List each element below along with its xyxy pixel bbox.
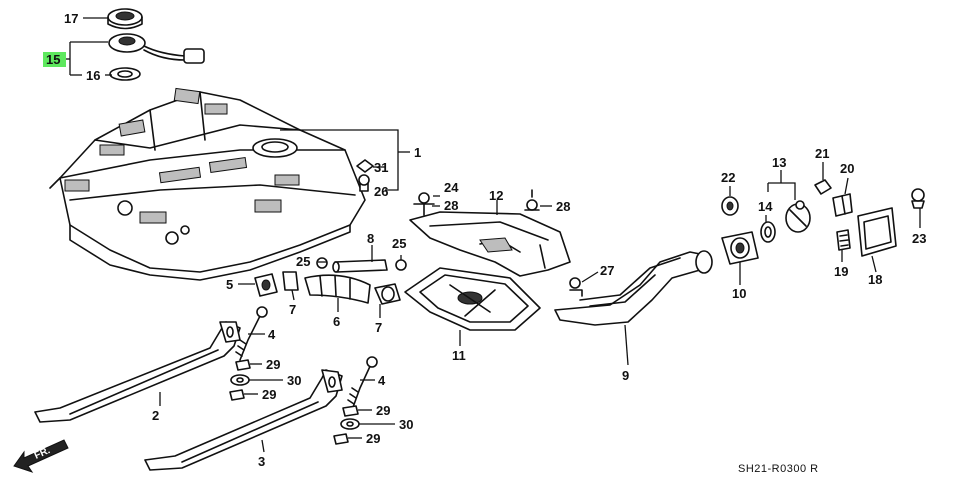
- part-29-nut-right-2: [333, 433, 349, 445]
- part-19-spring: [836, 229, 851, 251]
- part-29-nut-left-1: [235, 359, 251, 371]
- part-11-fuel-tank-plate: [404, 267, 541, 331]
- callout-1: 1: [414, 145, 421, 160]
- part-29-nut-left-2: [229, 389, 245, 401]
- callout-6: 6: [333, 314, 340, 329]
- part-13-fuel-cap: [785, 200, 811, 233]
- part-28-bolt-left: [524, 189, 540, 211]
- part-30-washer-right: [340, 418, 360, 430]
- part-25-clamp-left: [316, 257, 328, 269]
- part-14-gasket: [760, 221, 776, 243]
- callout-7-right: 7: [375, 320, 382, 335]
- callout-30-right: 30: [399, 417, 413, 432]
- callout-26: 26: [374, 184, 388, 199]
- callout-10: 10: [732, 286, 746, 301]
- callout-21: 21: [815, 146, 829, 161]
- highlight-part-15: [43, 52, 66, 67]
- callout-14: 14: [758, 199, 773, 214]
- callout-24: 24: [444, 180, 459, 195]
- callout-28-left: 28: [444, 198, 458, 213]
- part-3-tank-strap-right: [144, 369, 343, 471]
- part-27-fastener: [569, 277, 583, 297]
- diagram-code: SH21-R0300 R: [738, 463, 819, 475]
- part-31-clip: [356, 159, 374, 173]
- callout-11: 11: [452, 348, 466, 363]
- front-direction-arrow: FR.: [13, 439, 69, 473]
- callout-12: 12: [489, 188, 503, 203]
- callout-29-right-2: 29: [366, 431, 380, 446]
- callout-29-left-1: 29: [266, 357, 280, 372]
- callout-31: 31: [374, 160, 388, 175]
- callout-25-right: 25: [392, 236, 406, 251]
- callout-15: 15: [46, 52, 60, 67]
- part-10-filler-neck-base: [721, 231, 759, 265]
- callout-30-left: 30: [287, 373, 301, 388]
- callout-3: 3: [258, 454, 265, 469]
- callout-20: 20: [840, 161, 854, 176]
- callout-4-right: 4: [378, 373, 386, 388]
- callout-22: 22: [721, 170, 735, 185]
- part-29-nut-right-1: [342, 405, 359, 417]
- callout-19: 19: [834, 264, 848, 279]
- callout-4-left: 4: [268, 327, 276, 342]
- part-4-bolt-right: [347, 356, 378, 411]
- callout-17: 17: [64, 11, 78, 26]
- part-21-clip: [814, 179, 832, 195]
- part-16-gasket: [109, 67, 141, 81]
- callout-5: 5: [226, 277, 233, 292]
- callout-23: 23: [912, 231, 926, 246]
- part-9-filler-pipe: [554, 250, 713, 326]
- callout-2: 2: [152, 408, 159, 423]
- part-5-grommet: [254, 273, 278, 297]
- callout-28-right: 28: [556, 199, 570, 214]
- part-6-filler-hose: [304, 274, 371, 304]
- part-7-clip-right: [374, 283, 401, 305]
- part-17-seal-ring: [107, 8, 143, 30]
- part-8-vent-hose: [332, 259, 388, 273]
- part-25-clamp-right: [395, 259, 407, 271]
- callout-25-left: 25: [296, 254, 310, 269]
- part-7-clip-left: [282, 271, 299, 291]
- callout-7-left: 7: [289, 302, 296, 317]
- part-2-tank-strap-left: [34, 321, 241, 423]
- part-22-bushing: [721, 196, 739, 216]
- part-26-bolt: [358, 174, 370, 192]
- leader-lines: [66, 17, 921, 453]
- callout-8: 8: [367, 231, 374, 246]
- part-24-nut: [413, 192, 435, 216]
- callout-16: 16: [86, 68, 100, 83]
- callout-29-left-2: 29: [262, 387, 276, 402]
- part-30-washer-left: [230, 374, 250, 386]
- part-18-fuel-lid: [857, 207, 897, 257]
- part-12-heat-shield: [409, 211, 571, 277]
- part-15-fuel-pump-unit: [108, 33, 205, 64]
- part-20-hinge: [832, 193, 853, 217]
- callout-18: 18: [868, 272, 882, 287]
- callout-13: 13: [772, 155, 786, 170]
- part-23-bumper: [911, 188, 925, 209]
- part-4-bolt-left: [235, 306, 268, 361]
- part-1-fuel-tank: [49, 87, 366, 281]
- callout-labels: 17 15 16 1 31 26 24 28 12 28 8 25 25 5 7…: [46, 11, 926, 469]
- callout-27: 27: [600, 263, 614, 278]
- callout-9: 9: [622, 368, 629, 383]
- callout-29-right-1: 29: [376, 403, 390, 418]
